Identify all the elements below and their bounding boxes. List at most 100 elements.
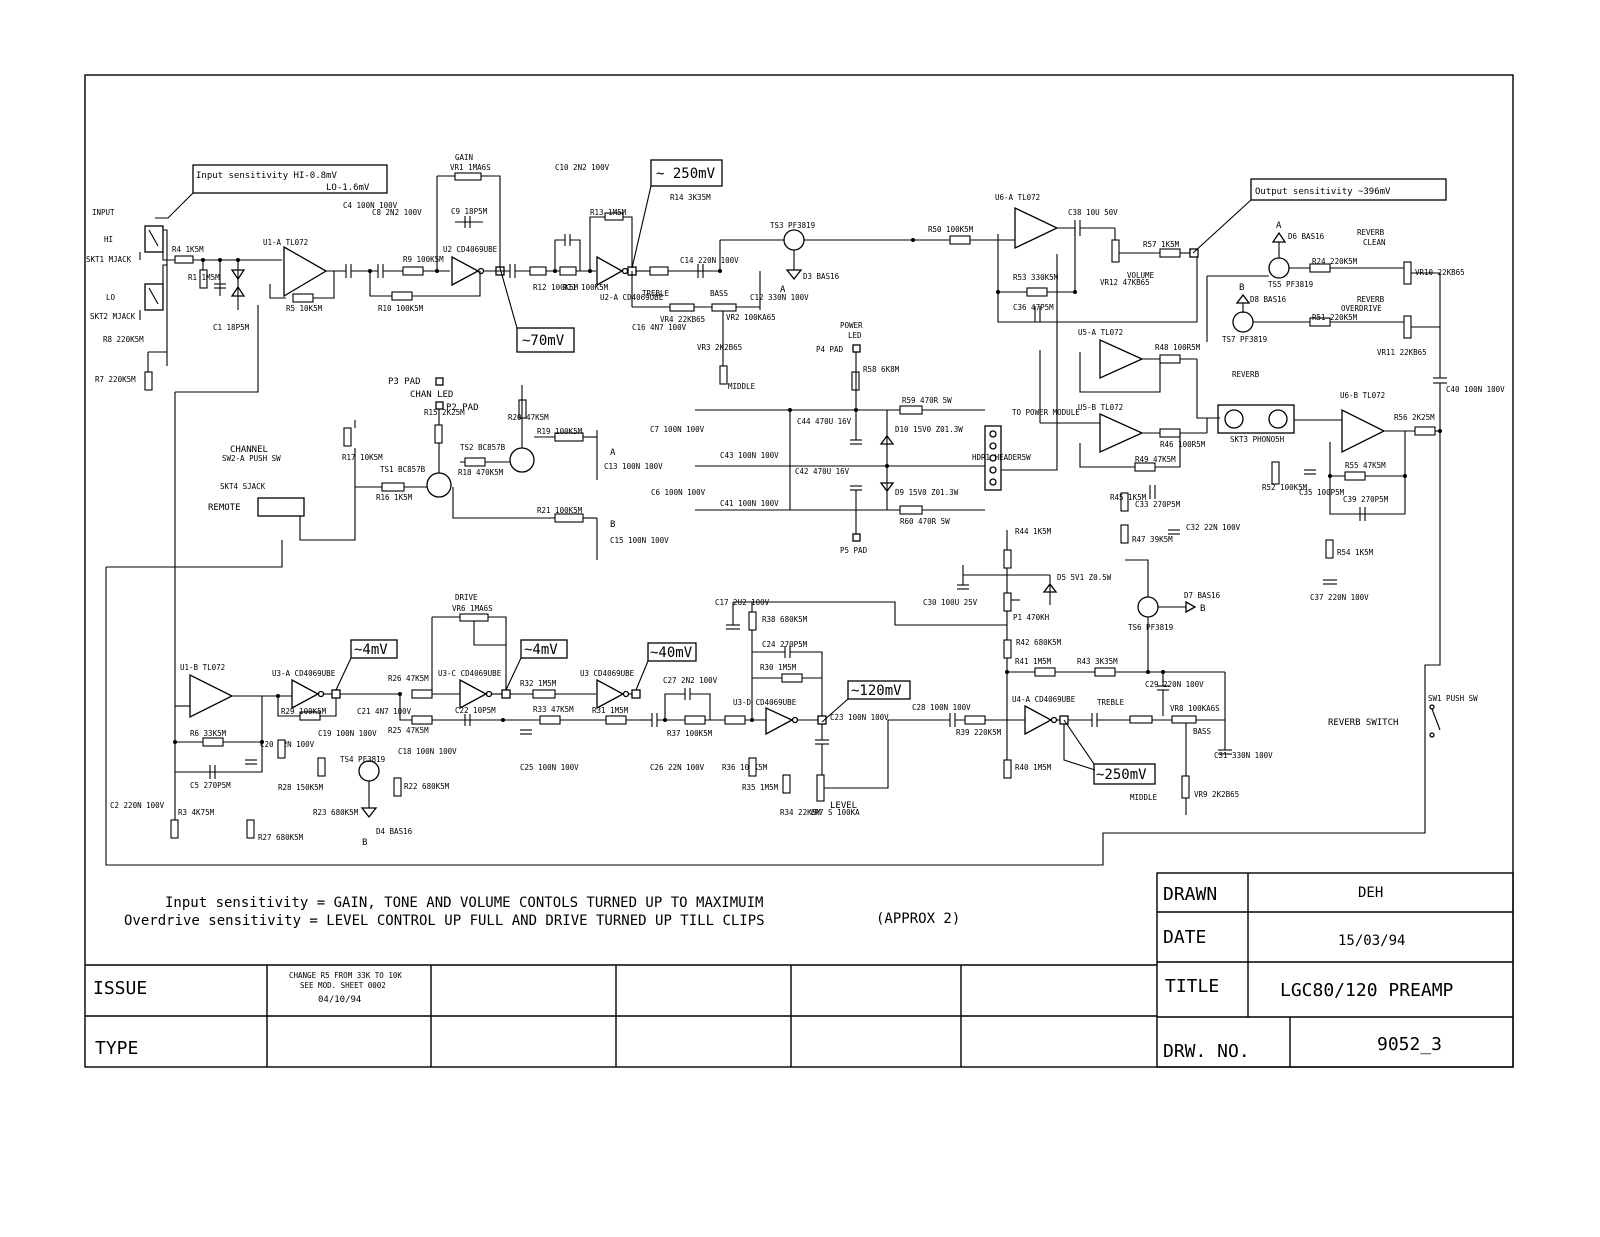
label-r12: R12 100K5M — [533, 283, 579, 292]
label-vr9: VR9 2K2B65 — [1194, 790, 1239, 799]
label-u1b: U1-B TL072 — [180, 663, 225, 672]
date-value: 15/03/94 — [1338, 933, 1405, 949]
label-reverb-od-1: REVERB — [1357, 295, 1385, 304]
label-b1: B — [1239, 283, 1244, 293]
date-label: DATE — [1163, 927, 1206, 948]
opamp-u5b — [1099, 412, 1144, 454]
inverter-u2a — [596, 255, 624, 287]
label-r34: R34 22K5M — [780, 808, 821, 817]
jfet-ts7 — [1232, 311, 1254, 333]
type-label: TYPE — [95, 1038, 138, 1059]
label-vr4: VR4 22KB65 — [660, 315, 705, 324]
label-skt3: SKT3 PHONO5H — [1230, 435, 1285, 444]
label-r35: R35 1M5M — [742, 783, 779, 792]
drawing-frame — [84, 74, 1514, 1068]
label-a1: A — [780, 285, 786, 295]
label-r45: R45 1K5M — [1110, 493, 1147, 502]
note-approx: (APPROX 2) — [876, 911, 960, 927]
transistor-ts1 — [426, 472, 452, 498]
label-r17: R17 10K5M — [342, 453, 383, 462]
label-skt1: SKT1 MJACK — [86, 255, 132, 264]
label-r49: R49 47K5M — [1135, 455, 1176, 464]
inverter-u3a — [291, 678, 320, 710]
label-sw2: SW2-A PUSH SW — [222, 454, 281, 463]
label-c28: C28 100N 100V — [912, 703, 971, 712]
label-c40: C40 100N 100V — [1446, 385, 1505, 394]
callout-250mv-top: ~ 250mV — [656, 166, 716, 182]
label-r5: R5 10K5M — [286, 304, 323, 313]
label-u5b: U5-B TL072 — [1078, 403, 1123, 412]
change-note-3: 04/10/94 — [318, 995, 361, 1005]
label-ts7: TS7 PF3819 — [1222, 335, 1267, 344]
label-bass2: BASS — [1193, 727, 1212, 736]
label-ts3: TS3 PF3819 — [770, 221, 815, 230]
label-r23: R23 680K5M — [313, 808, 359, 817]
label-c37: C37 220N 100V — [1310, 593, 1369, 602]
label-b3: B — [1200, 604, 1205, 614]
label-c42: C42 470U 16V — [795, 467, 850, 476]
remote-jack-skt4 — [257, 497, 305, 517]
opamp-u1a — [283, 245, 328, 298]
label-r8: R8 220K5M — [103, 335, 144, 344]
label-vr6: VR6 1MA6S — [452, 604, 493, 613]
label-c30: C30 100U 25V — [923, 598, 978, 607]
label-u3c: U3-C CD4069UBE — [438, 669, 502, 678]
label-treble: TREBLE — [642, 289, 670, 298]
label-r37: R37 100K5M — [667, 729, 713, 738]
label-c39: C39 270P5M — [1343, 495, 1389, 504]
label-r16: R16 1K5M — [376, 493, 413, 502]
label-c18: C18 100N 100V — [398, 747, 457, 756]
label-c41: C41 100N 100V — [720, 499, 779, 508]
label-u6b: U6-B TL072 — [1340, 391, 1385, 400]
inverter-u2 — [451, 255, 480, 287]
label-c16: C16 4N7 100V — [632, 323, 687, 332]
label-r3: R3 4K75M — [178, 808, 215, 817]
label-r29: R29 100K5M — [281, 707, 327, 716]
label-r24: R24 220K5M — [1312, 257, 1358, 266]
label-c8: C8 2N2 100V — [372, 208, 422, 217]
label-u5a: U5-A TL072 — [1078, 328, 1123, 337]
label-u4a: U4-A CD4069UBE — [1012, 695, 1076, 704]
transistor-ts2 — [509, 447, 535, 473]
label-r7: R7 220K5M — [95, 375, 136, 384]
label-to-power-module: TO POWER MODULE — [1012, 408, 1080, 417]
label-u1a: U1-A TL072 — [263, 238, 308, 247]
label-power: POWER — [840, 321, 863, 330]
label-reverb-od-2: OVERDRIVE — [1341, 304, 1382, 313]
label-bass: BASS — [710, 289, 729, 298]
opamp-u6a — [1014, 206, 1059, 250]
label-r39: R39 220K5M — [956, 728, 1002, 737]
label-vr1: VR1 1MA6S — [450, 163, 491, 172]
label-u6a: U6-A TL072 — [995, 193, 1040, 202]
label-middle2: MIDDLE — [1130, 793, 1158, 802]
label-r25: R25 47K5M — [388, 726, 429, 735]
label-p1: P1 470KH — [1013, 613, 1050, 622]
label-c2: C2 220N 100V — [110, 801, 165, 810]
label-gain: GAIN — [455, 153, 473, 162]
callout-output-sensitivity: Output sensitivity ~396mV — [1255, 187, 1391, 197]
label-r13: R13 1M5M — [590, 208, 627, 217]
label-d10: D10 15V0 Z01.3W — [895, 425, 963, 434]
label-u3a: U3-A CD4069UBE — [272, 669, 336, 678]
label-c22: C22 10P5M — [455, 706, 496, 715]
label-d8: D8 BAS16 — [1250, 295, 1287, 304]
label-r19: R19 100K5M — [537, 427, 583, 436]
label-r14: R14 3K35M — [670, 193, 711, 202]
label-d9: D9 15V0 Z01.3W — [895, 488, 959, 497]
label-c12: C12 330N 100V — [750, 293, 809, 302]
label-ts6: TS6 PF3819 — [1128, 623, 1173, 632]
label-r47: R47 39K5M — [1132, 535, 1173, 544]
label-c31: C31 330N 100V — [1214, 751, 1273, 760]
label-input: INPUT — [92, 208, 115, 217]
label-vr7: VR7 S 100KA — [810, 808, 860, 817]
label-c44: C44 470U 16V — [797, 417, 852, 426]
label-middle: MIDDLE — [728, 382, 756, 391]
label-r6: R6 33K5M — [190, 729, 227, 738]
label-u3d: U3-D CD4069UBE — [733, 698, 797, 707]
label-r28: R28 150K5M — [278, 783, 324, 792]
label-r54: R54 1K5M — [1337, 548, 1374, 557]
label-r38: R38 680K5M — [762, 615, 808, 624]
label-r55: R55 47K5M — [1345, 461, 1386, 470]
label-r21: R21 100K5M — [537, 506, 583, 515]
drawn-value: DEH — [1358, 885, 1383, 901]
